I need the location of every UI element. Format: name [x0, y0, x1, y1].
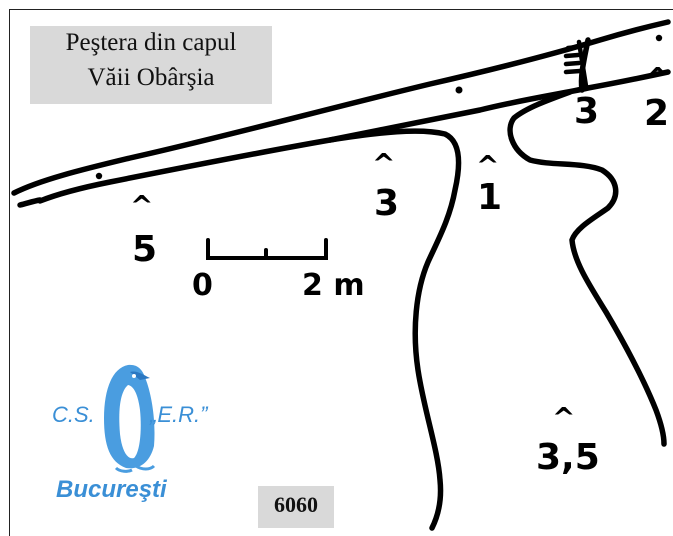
logo-right-text: „E.R.”	[150, 402, 208, 427]
depth-caret: ^	[372, 147, 396, 180]
map-frame	[9, 9, 673, 536]
map-title-line-1: Peştera din capul	[65, 29, 237, 56]
depth-caret: ^	[552, 401, 576, 434]
depth-caret: ^	[130, 189, 154, 222]
scale-end-label: 2 m	[302, 268, 365, 303]
depth-caret: ^	[646, 61, 670, 94]
depth-mark-5: 5	[132, 229, 158, 270]
map-title-box: Peştera din capul Văii Obârşia	[30, 26, 272, 104]
penguin-logo	[104, 364, 156, 473]
depth-mark-1: 1	[477, 177, 503, 218]
scale-start-label: 0	[192, 268, 213, 303]
scale-bar	[206, 238, 328, 260]
depth-mark-3a: 3	[374, 183, 400, 224]
depth-caret: ^	[476, 149, 500, 182]
depth-mark-2: 2	[644, 93, 670, 134]
depth-mark-3b: 3	[574, 91, 600, 132]
map-title-line-2: Văii Obârşia	[87, 64, 215, 91]
logo-city-text: Bucureşti	[56, 476, 167, 503]
logo-left-text: C.S.	[52, 402, 95, 427]
catalog-number-box: 6060	[258, 486, 334, 528]
depth-mark-3-5: 3,5	[536, 437, 600, 478]
catalog-number: 6060	[274, 492, 318, 517]
